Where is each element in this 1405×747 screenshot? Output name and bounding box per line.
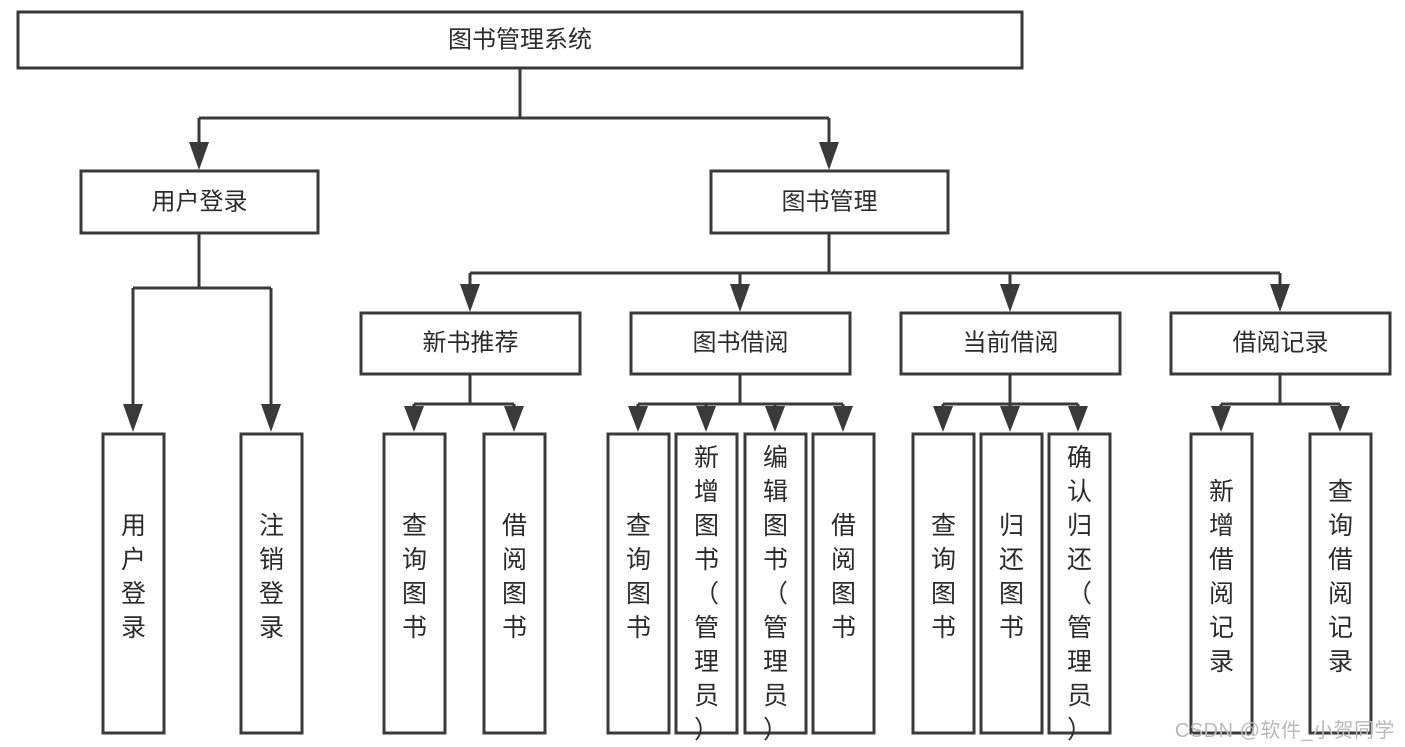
- node-leaf-add-record[interactable]: 新增借阅记录: [1189, 432, 1254, 735]
- node-leaf-return-book-label: 归还图书: [999, 512, 1024, 642]
- node-leaf-query-book-2-label: 查询图书: [626, 512, 651, 642]
- node-borrow-record-label: 借阅记录: [1233, 329, 1329, 356]
- node-leaf-borrow-book-1[interactable]: 借阅图书: [482, 432, 547, 735]
- edge-group-root: [189, 68, 839, 170]
- edge-group-borrow-record: [1211, 374, 1350, 432]
- node-leaf-user-login-label: 用户登录: [121, 512, 146, 642]
- edge-group-book-manage: [460, 233, 1290, 312]
- node-borrow-record[interactable]: 借阅记录: [1169, 311, 1392, 376]
- node-leaf-add-book-label: 新增图书（管理员）: [694, 444, 719, 744]
- node-book-manage[interactable]: 图书管理: [709, 169, 950, 235]
- node-book-borrow-label: 图书借阅: [693, 329, 789, 356]
- node-book-manage-label: 图书管理: [782, 188, 878, 215]
- node-leaf-return-book[interactable]: 归还图书: [979, 432, 1044, 735]
- node-new-book-rec[interactable]: 新书推荐: [359, 311, 582, 376]
- node-leaf-logout-label: 注销登录: [259, 512, 284, 642]
- node-leaf-confirm-return-label: 确认归还（管理员）: [1067, 444, 1092, 744]
- node-current-borrow-label: 当前借阅: [963, 329, 1059, 356]
- node-leaf-borrow-book-2[interactable]: 借阅图书: [811, 432, 876, 735]
- node-leaf-edit-book-label: 编辑图书（管理员）: [763, 444, 788, 744]
- node-leaf-confirm-return[interactable]: 确认归还（管理员）: [1047, 432, 1112, 744]
- node-user-login-label: 用户登录: [152, 188, 248, 215]
- node-current-borrow[interactable]: 当前借阅: [899, 311, 1122, 376]
- node-leaf-user-login[interactable]: 用户登录: [101, 432, 166, 735]
- node-new-book-rec-label: 新书推荐: [423, 329, 519, 356]
- edge-group-current-borrow: [933, 374, 1088, 432]
- edge-group-user-login: [123, 233, 281, 432]
- node-root-label: 图书管理系统: [448, 26, 592, 53]
- node-leaf-borrow-book-1-label: 借阅图书: [502, 512, 527, 642]
- node-leaf-query-book-1-label: 查询图书: [402, 512, 427, 642]
- node-leaf-query-book-3-label: 查询图书: [931, 512, 956, 642]
- node-leaf-query-book-1[interactable]: 查询图书: [382, 432, 447, 735]
- node-leaf-add-record-label: 新增借阅记录: [1209, 478, 1234, 676]
- node-leaf-query-book-3[interactable]: 查询图书: [911, 432, 976, 735]
- node-leaf-query-record[interactable]: 查询借阅记录: [1308, 432, 1373, 735]
- edge-group-new-book-rec: [404, 374, 524, 432]
- node-leaf-add-book[interactable]: 新增图书（管理员）: [674, 432, 739, 744]
- node-leaf-borrow-book-2-label: 借阅图书: [831, 512, 856, 642]
- node-book-borrow[interactable]: 图书借阅: [629, 311, 852, 376]
- node-leaf-query-book-2[interactable]: 查询图书: [606, 432, 671, 735]
- node-leaf-query-record-label: 查询借阅记录: [1328, 478, 1353, 676]
- node-user-login[interactable]: 用户登录: [79, 169, 320, 235]
- node-leaf-edit-book[interactable]: 编辑图书（管理员）: [743, 432, 808, 744]
- csdn-watermark: CSDN @软件_小贺同学: [1174, 720, 1395, 742]
- edge-group-book-borrow: [628, 374, 853, 432]
- node-leaf-logout[interactable]: 注销登录: [239, 432, 304, 735]
- node-root[interactable]: 图书管理系统: [16, 10, 1024, 70]
